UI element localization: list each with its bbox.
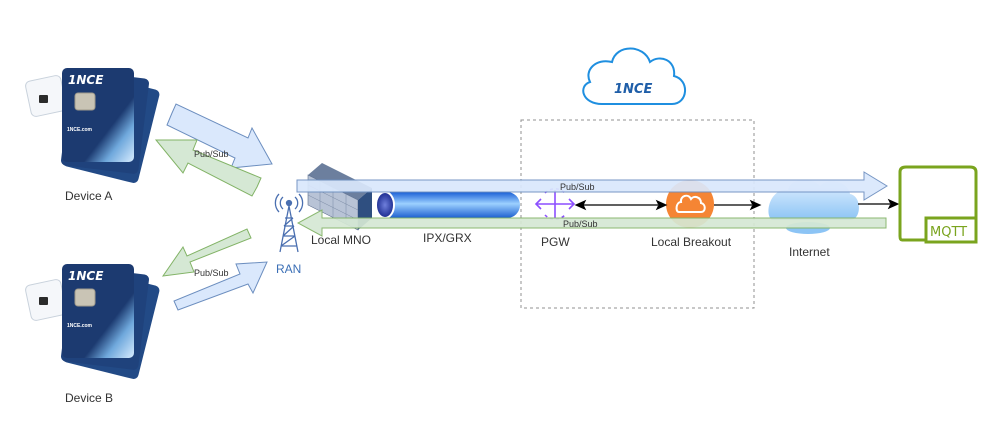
sim-card xyxy=(62,264,134,358)
chip-icon xyxy=(39,297,48,305)
mqtt-broker-icon: MQTT xyxy=(898,165,978,244)
pgw-breakout-connector xyxy=(574,199,668,211)
device-b-downlink-arrow xyxy=(161,228,252,277)
sim-brand-logo: 1NCE xyxy=(68,269,104,283)
upstream-flow-label: Pub/Sub xyxy=(560,182,595,192)
device-a-sim-stack: 1NCE 1NCE.com xyxy=(25,68,160,183)
downstream-pubsub-arrow xyxy=(296,209,887,237)
pgw-icon xyxy=(534,188,576,220)
svg-text:1NCE.com: 1NCE.com xyxy=(67,127,93,133)
ipx-grx-tube-icon xyxy=(375,191,520,219)
pgw-label: PGW xyxy=(541,235,570,249)
device-a-downlink-arrow xyxy=(154,139,262,197)
device-b-label: Device B xyxy=(65,391,113,405)
internet-label: Internet xyxy=(789,245,830,259)
sim-chip-icon xyxy=(74,288,96,307)
mqtt-label: MQTT xyxy=(930,225,967,240)
sim-chip-icon xyxy=(74,92,96,111)
local-mno-label: Local MNO xyxy=(311,233,371,247)
chip-icon xyxy=(39,95,48,103)
local-breakout-label: Local Breakout xyxy=(651,235,732,249)
ipx-grx-label: IPX/GRX xyxy=(423,231,472,245)
ran-tower-icon xyxy=(274,193,304,253)
ran-label: RAN xyxy=(276,262,301,276)
device-a-flow-label: Pub/Sub xyxy=(194,149,229,159)
device-a-label: Device A xyxy=(65,189,112,203)
1nce-cloud-icon: 1NCE xyxy=(582,47,686,105)
svg-text:1NCE.com: 1NCE.com xyxy=(67,323,93,329)
sim-brand-logo: 1NCE xyxy=(68,73,104,87)
breakout-internet-connector xyxy=(714,199,762,211)
device-b-flow-label: Pub/Sub xyxy=(194,268,229,278)
internet-mqtt-connector xyxy=(858,198,900,210)
downstream-flow-label: Pub/Sub xyxy=(563,219,598,229)
device-b-uplink-arrow xyxy=(173,261,268,311)
1nce-cloud-logo: 1NCE xyxy=(614,82,652,97)
sim-card xyxy=(62,68,134,162)
1nce-cloud-boundary xyxy=(520,119,755,309)
upstream-pubsub-arrow xyxy=(296,171,888,201)
device-b-sim-stack: 1NCE 1NCE.com xyxy=(25,264,160,379)
device-a-uplink-arrow xyxy=(166,103,273,169)
